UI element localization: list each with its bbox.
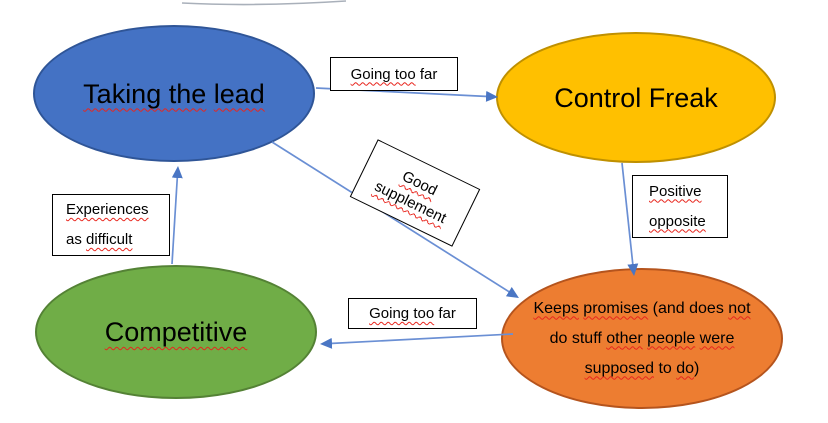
node-taking-the-lead[interactable]: Taking the lead — [33, 25, 315, 162]
node-control-freak[interactable]: Control Freak — [496, 32, 776, 163]
edge-label-going-too-far-bottom[interactable]: Going too far — [348, 298, 477, 329]
arrow-competitive-to-taking[interactable] — [171, 166, 183, 265]
arrow-keeps-to-competitive[interactable] — [320, 333, 514, 349]
edge-label-going-too-far-top-text: Going too far — [350, 65, 438, 83]
node-taking-the-lead-label: Taking the lead — [83, 78, 265, 109]
cropped-shape-edge — [181, 0, 347, 6]
edge-label-going-too-far-top[interactable]: Going too far — [330, 57, 458, 91]
node-competitive-label: Competitive — [104, 317, 248, 347]
node-control-freak-label: Control Freak — [554, 82, 718, 113]
edge-label-going-too-far-bottom-text: Going too far — [369, 305, 456, 322]
arrow-control-to-keeps[interactable] — [621, 162, 639, 276]
node-competitive[interactable]: Competitive — [35, 265, 317, 399]
